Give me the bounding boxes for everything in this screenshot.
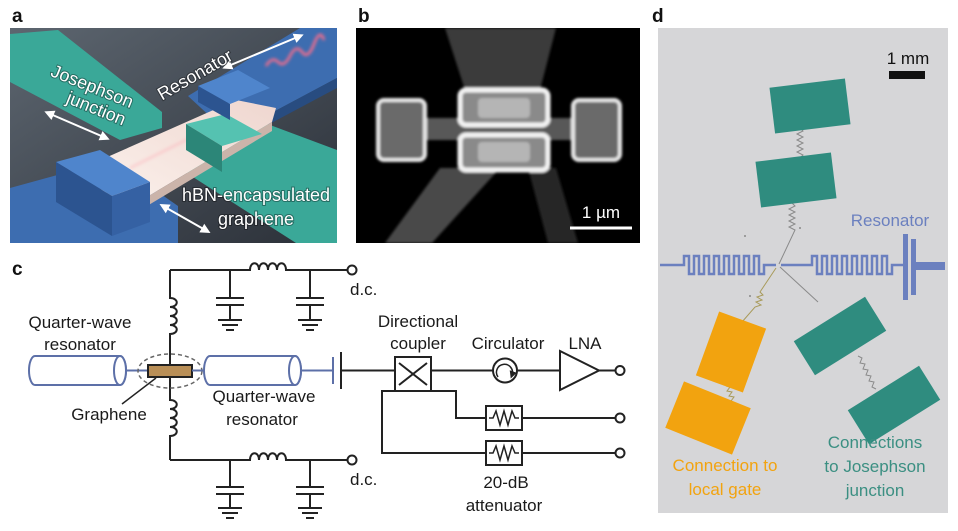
panel-label-d: d bbox=[652, 6, 664, 27]
bottom-block-front bbox=[56, 162, 112, 236]
wire-to-top-pad bbox=[778, 202, 797, 265]
panel-d-device-image: 1 mm Resonator Connections to Josephson … bbox=[658, 28, 948, 513]
resonator-arrow bbox=[222, 33, 304, 70]
josephson-pad-lower-middle bbox=[793, 296, 887, 376]
debris-dot bbox=[744, 235, 746, 237]
panel-a-render: Resonator Josephson junction hBN-encapsu… bbox=[10, 28, 337, 243]
top-lead bbox=[445, 28, 556, 90]
blue-block-top bbox=[198, 70, 270, 104]
coupler-label-line1: Directional bbox=[378, 312, 458, 331]
teal-block-front bbox=[186, 124, 222, 172]
inductor-vertical-top bbox=[169, 270, 178, 364]
dc-label-bottom: d.c. bbox=[350, 470, 377, 489]
channel-bar bbox=[400, 118, 600, 140]
lna-label: LNA bbox=[568, 334, 602, 353]
resistor-icon-2 bbox=[489, 443, 519, 463]
panel-label-a: a bbox=[12, 6, 23, 27]
panel-c-circuit: d.c. d.c. Quarter-wave resonator bbox=[28, 262, 626, 519]
left-quarter-wave-resonator bbox=[28, 355, 127, 386]
resonator-coupling-bar-1 bbox=[903, 234, 908, 300]
graphene-pointer bbox=[121, 377, 157, 405]
circulator-arrow-icon bbox=[495, 363, 517, 379]
panel-label-b: b bbox=[358, 6, 370, 27]
left-contact-pad bbox=[376, 98, 427, 162]
output-terminal bbox=[614, 365, 626, 376]
gate-connection-label-line1: Connection to bbox=[673, 456, 778, 475]
wire-to-right-pad bbox=[779, 266, 819, 303]
blue-block-front bbox=[198, 86, 230, 120]
josephson-connections-label-line1: Connections bbox=[828, 433, 923, 452]
graphene-label: Graphene bbox=[71, 405, 147, 424]
resonator-coupling-bar-2 bbox=[911, 239, 916, 295]
attenuator-terminal-2 bbox=[614, 447, 626, 459]
right-quarter-wave-resonator bbox=[203, 355, 302, 386]
scale-bar-label: 1 mm bbox=[887, 49, 930, 68]
panel-label-c: c bbox=[12, 259, 23, 280]
gate-pad-top bbox=[695, 311, 767, 393]
junction-meander-bottom bbox=[857, 355, 877, 390]
attenuator-label-line2: attenuator bbox=[466, 496, 543, 515]
josephson-arrow bbox=[44, 110, 110, 141]
capacitor-top-1 bbox=[216, 270, 244, 331]
bottom-bias-line bbox=[170, 452, 347, 461]
attenuator-label-line1: 20-dB bbox=[483, 473, 528, 492]
dc-terminal-bottom bbox=[346, 454, 358, 466]
josephson-strip-left bbox=[10, 30, 162, 140]
bottom-block-top bbox=[56, 150, 150, 196]
josephson-connections-label-line3: junction bbox=[845, 481, 905, 500]
hbn-label-line2: graphene bbox=[218, 209, 294, 229]
center-bottom-inner bbox=[478, 142, 530, 162]
bottom-left-lead bbox=[385, 168, 500, 243]
capacitor-bottom-2 bbox=[296, 460, 324, 519]
bottom-right-lead bbox=[528, 168, 578, 243]
capacitor-top-2 bbox=[296, 270, 324, 331]
top-bias-line bbox=[170, 262, 347, 271]
wire-to-gate-pad bbox=[741, 267, 777, 323]
gate-connection-label-line2: local gate bbox=[689, 480, 762, 499]
debris-dot bbox=[799, 227, 801, 229]
josephson-pad-upper-middle bbox=[755, 152, 837, 208]
center-top-inner bbox=[478, 98, 530, 118]
directional-coupler-cross bbox=[398, 362, 428, 386]
right-resonator-label-line1: Quarter-wave bbox=[213, 387, 316, 406]
resonator-label: Resonator bbox=[851, 211, 930, 230]
dc-terminal-top bbox=[346, 264, 358, 276]
resonator-feedline-stub bbox=[916, 262, 945, 270]
attenuator-terminal-1 bbox=[614, 412, 626, 424]
bottom-block-side bbox=[112, 182, 150, 236]
scale-bar-label: 1 µm bbox=[582, 203, 620, 222]
left-resonator-label-line2: resonator bbox=[44, 335, 116, 354]
inductor-vertical-bottom bbox=[169, 378, 178, 460]
attenuator-output-lines bbox=[522, 417, 615, 454]
graphene-element bbox=[147, 364, 193, 378]
lna-amplifier bbox=[559, 349, 602, 392]
coupling-capacitor-plate-1 bbox=[301, 357, 334, 384]
right-resonator-label-line2: resonator bbox=[226, 410, 298, 429]
circulator-label: Circulator bbox=[472, 334, 545, 353]
resonator-meander-left bbox=[660, 254, 776, 276]
hbn-label-line1: hBN-encapsulated bbox=[182, 185, 330, 205]
capacitor-bottom-1 bbox=[216, 460, 244, 519]
left-resonator-label-line1: Quarter-wave bbox=[29, 313, 132, 332]
debris-dot bbox=[749, 295, 751, 297]
resistor-icon-1 bbox=[489, 408, 519, 428]
resonator-meander-right bbox=[781, 254, 903, 276]
scale-bar-line bbox=[889, 71, 925, 79]
josephson-pad-top bbox=[769, 78, 851, 134]
coupler-port-line-2 bbox=[381, 390, 486, 454]
josephson-connections-label-line2: to Josephson bbox=[824, 457, 925, 476]
coupler-port-line-1 bbox=[431, 390, 486, 419]
josephson-pad-bottom bbox=[847, 365, 941, 445]
dc-label-top: d.c. bbox=[350, 280, 377, 299]
coupler-label-line2: coupler bbox=[390, 334, 446, 353]
panel-b-sem-image: 1 µm bbox=[356, 28, 640, 243]
gate-pad-bottom bbox=[665, 381, 751, 455]
right-contact-pad bbox=[571, 98, 622, 162]
teal-block-top bbox=[186, 114, 262, 146]
hbn-arrow bbox=[159, 204, 211, 233]
junction-meander-top bbox=[795, 127, 805, 159]
